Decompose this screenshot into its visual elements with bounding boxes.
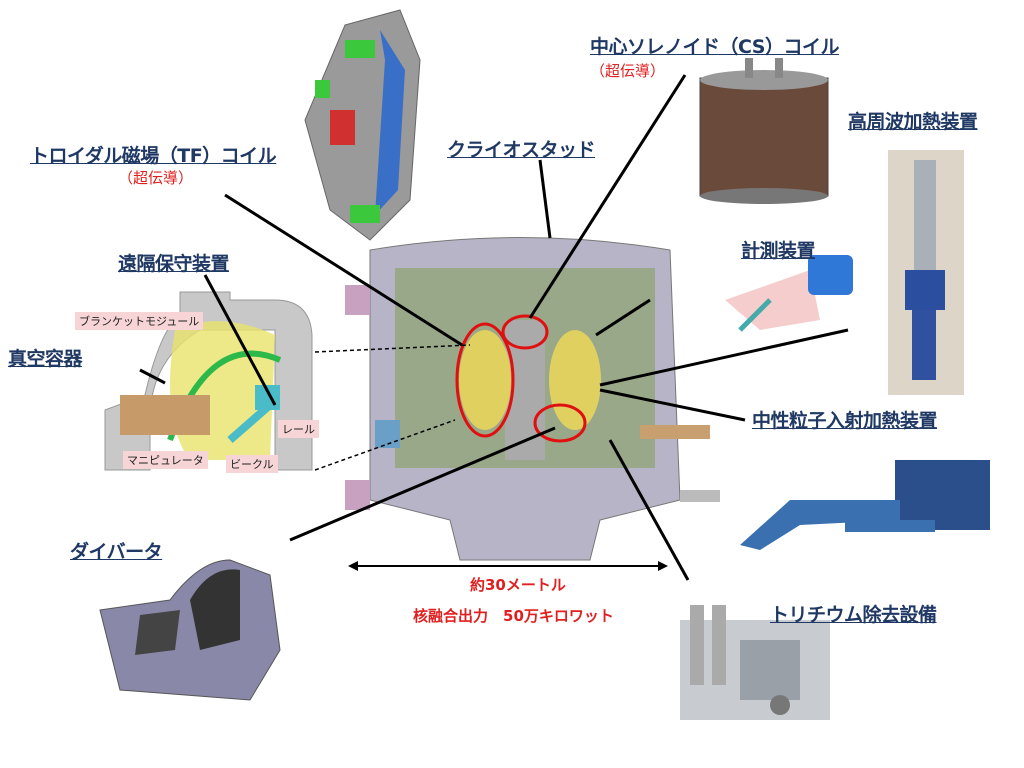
label-rf-heating: 高周波加熱装置 xyxy=(848,111,978,133)
label-tf-coil: トロイダル磁場（TF）コイル xyxy=(30,145,277,167)
label-nbi: 中性粒子入射加熱装置 xyxy=(752,410,938,432)
spec-size: 約30メートル xyxy=(470,576,566,594)
label-remote-handling: 遠隔保守装置 xyxy=(118,253,230,275)
label-divertor: ダイバータ xyxy=(70,541,163,563)
nbi-image xyxy=(740,460,990,550)
label-vacuum-vessel: 真空容器 xyxy=(8,348,83,370)
label-cs-superconducting: （超伝導） xyxy=(590,62,666,80)
label-tf-superconducting: （超伝導） xyxy=(118,169,194,187)
rf-heating-image xyxy=(888,150,964,395)
size-arrow xyxy=(348,561,668,571)
tag-rail: レール xyxy=(278,420,319,438)
diagnostics-image xyxy=(725,255,853,332)
tag-manipulator: マニピュレータ xyxy=(123,451,208,469)
reactor-cutaway xyxy=(345,237,720,561)
tag-vehicle: ビークル xyxy=(226,455,278,473)
label-tritium-plant: トリチウム除去設備 xyxy=(770,604,937,626)
label-diagnostics: 計測装置 xyxy=(741,240,816,262)
tf-coil-image xyxy=(304,9,421,241)
tag-blanket: ブランケットモジュール xyxy=(75,312,204,330)
label-cryostat: クライオスタッド xyxy=(447,139,596,161)
spec-power: 核融合出力 50万キロワット xyxy=(413,607,614,625)
inset-dashed-lines xyxy=(314,344,471,471)
divertor-image xyxy=(99,559,281,701)
label-cs-coil: 中心ソレノイド（CS）コイル xyxy=(590,36,839,58)
tritium-plant-image xyxy=(680,605,830,720)
cs-coil-image xyxy=(699,58,829,204)
leader-lines xyxy=(139,74,849,581)
